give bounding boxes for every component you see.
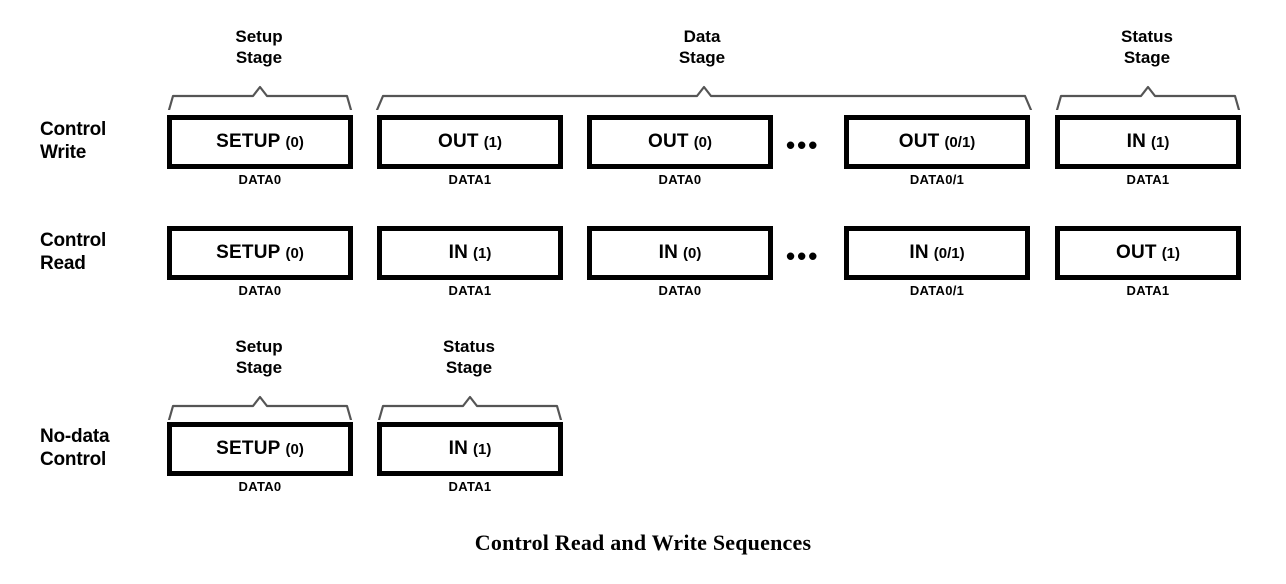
stage-title-setup-row1: Setup Stage <box>235 27 283 67</box>
brace-setup-row3 <box>167 394 353 420</box>
packet-box[interactable]: IN (1) <box>377 226 563 280</box>
packet-name: OUT <box>1115 242 1157 263</box>
packet-toggle: (1) <box>483 134 503 151</box>
packet-data-label: DATA0 <box>238 283 282 298</box>
packet-box[interactable]: IN (1) <box>377 422 563 476</box>
packet-toggle: (0) <box>683 245 702 262</box>
packet-box[interactable]: OUT (1) <box>377 115 563 169</box>
packet-box[interactable]: SETUP (0) <box>167 115 353 169</box>
packet-toggle: (0) <box>285 441 304 458</box>
packet-data-label: DATA0 <box>658 172 702 187</box>
row-label-control-write: Control Write <box>40 119 107 163</box>
packet-name: OUT <box>647 131 689 152</box>
packet-box[interactable]: IN (0) <box>587 226 773 280</box>
packet-label: IN (0/1) <box>909 242 964 264</box>
packet-toggle: (0) <box>693 134 713 151</box>
brace-data-row1 <box>375 84 1033 110</box>
packet-data-label: DATA1 <box>1126 283 1170 298</box>
packet-name: SETUP <box>216 242 281 263</box>
packet-data-label: DATA1 <box>448 479 492 494</box>
figure-caption: Control Read and Write Sequences <box>474 530 812 555</box>
row-label-control-read: Control Read <box>40 230 107 274</box>
packet-name: IN <box>1126 131 1147 152</box>
packet-toggle: (1) <box>1151 134 1170 151</box>
brace-setup-row1 <box>167 84 353 110</box>
packet-toggle: (0) <box>285 245 304 262</box>
packet-label: IN (1) <box>449 438 492 460</box>
packet-data-label: DATA0/1 <box>909 283 965 298</box>
brace-status-row3 <box>377 394 563 420</box>
stage-title-status-row1: Status Stage <box>1121 27 1173 67</box>
packet-name: OUT <box>437 131 479 152</box>
stage-title-data-row1: Data Stage <box>678 27 726 67</box>
packet-toggle: (1) <box>473 441 492 458</box>
packet-toggle: (1) <box>473 245 492 262</box>
packet-label: IN (1) <box>1127 131 1170 153</box>
packet-data-label: DATA1 <box>448 172 492 187</box>
packet-label: SETUP (0) <box>216 438 304 460</box>
packet-data-label: DATA0/1 <box>909 172 965 187</box>
packet-data-label: DATA1 <box>1126 172 1170 187</box>
packet-toggle: (1) <box>1161 245 1181 262</box>
packet-box[interactable]: SETUP (0) <box>167 422 353 476</box>
packet-label: OUT (0) <box>648 131 712 153</box>
packet-label: SETUP (0) <box>216 242 304 264</box>
packet-label: IN (0) <box>659 242 702 264</box>
packet-box[interactable]: OUT (0) <box>587 115 773 169</box>
stage-title-setup-row3: Setup Stage <box>235 337 283 377</box>
packet-label: IN (1) <box>449 242 492 264</box>
packet-toggle: (0) <box>285 134 304 151</box>
packet-data-label: DATA0 <box>238 172 282 187</box>
packet-label: OUT (1) <box>1116 242 1180 264</box>
packet-data-label: DATA0 <box>238 479 282 494</box>
packet-data-label: DATA1 <box>448 283 492 298</box>
packet-name: IN <box>909 242 929 263</box>
packet-name: IN <box>448 242 469 263</box>
packet-name: SETUP <box>216 438 281 459</box>
packet-label: OUT (0/1) <box>899 131 976 153</box>
ellipsis-row1: ••• <box>786 130 820 160</box>
stage-title-status-row3: Status Stage <box>443 337 495 377</box>
packet-name: IN <box>658 242 679 263</box>
packet-data-label: DATA0 <box>658 283 702 298</box>
packet-name: IN <box>448 438 469 459</box>
packet-toggle: (0/1) <box>933 245 965 262</box>
packet-box[interactable]: IN (0/1) <box>844 226 1030 280</box>
packet-name: SETUP <box>216 131 281 152</box>
brace-status-row1 <box>1055 84 1241 110</box>
packet-label: SETUP (0) <box>216 131 304 153</box>
packet-box[interactable]: OUT (1) <box>1055 226 1241 280</box>
packet-box[interactable]: SETUP (0) <box>167 226 353 280</box>
packet-toggle: (0/1) <box>944 134 976 151</box>
packet-box[interactable]: OUT (0/1) <box>844 115 1030 169</box>
packet-box[interactable]: IN (1) <box>1055 115 1241 169</box>
ellipsis-row2: ••• <box>786 241 820 271</box>
row-label-no-data-control: No-data Control <box>40 426 110 470</box>
packet-label: OUT (1) <box>438 131 502 153</box>
packet-name: OUT <box>898 131 940 152</box>
